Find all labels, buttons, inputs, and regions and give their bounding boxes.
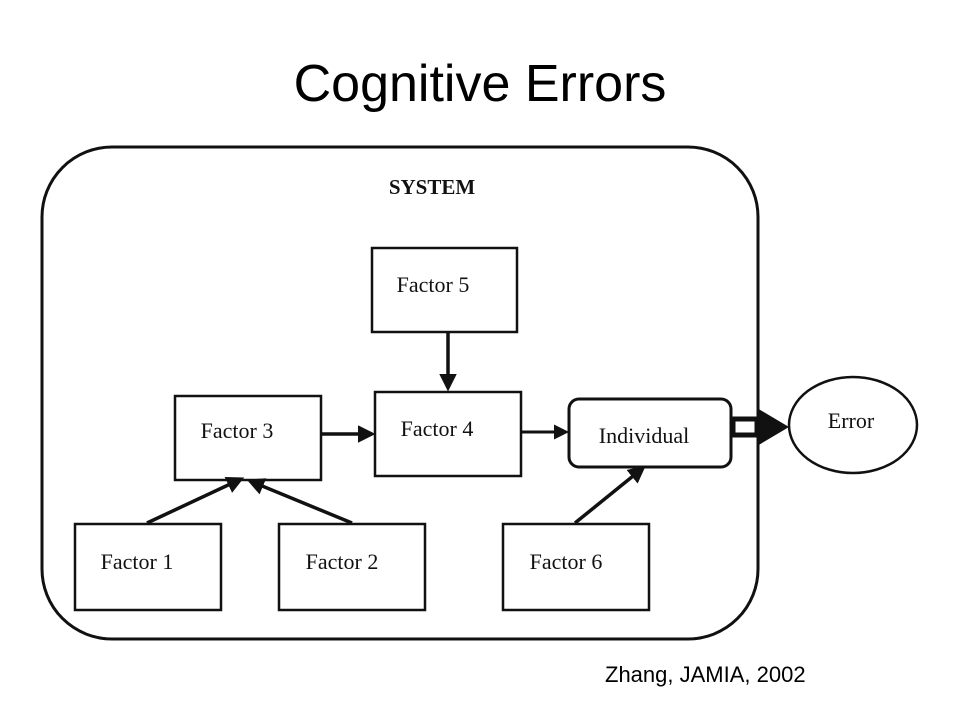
factor-2-label: Factor 2	[306, 549, 379, 574]
factor-5-label: Factor 5	[397, 272, 470, 297]
factor-1-box: Factor 1	[73, 522, 223, 612]
factor-6-box: Factor 6	[501, 522, 651, 612]
citation: Zhang, JAMIA, 2002	[605, 662, 806, 687]
factor-4-box: Factor 4	[373, 390, 523, 478]
factor-2-box: Factor 2	[277, 522, 427, 612]
arrow-factor1-to-factor3	[146, 477, 245, 525]
error-label: Error	[828, 408, 875, 433]
arrow-individual-to-error	[730, 408, 789, 446]
factor-6-label: Factor 6	[530, 549, 603, 574]
arrow-factor2-to-factor3	[246, 478, 353, 525]
individual-box: Individual	[567, 397, 733, 469]
factor-1-label: Factor 1	[101, 549, 174, 574]
factor-3-label: Factor 3	[201, 418, 274, 443]
arrow-factor6-to-individual	[573, 465, 646, 525]
system-boundary	[40, 145, 760, 641]
error-node: Error	[787, 375, 919, 475]
system-label: SYSTEM	[389, 175, 476, 199]
factor-5-box: Factor 5	[370, 246, 519, 334]
individual-label: Individual	[599, 423, 689, 448]
factor-3-box: Factor 3	[173, 394, 323, 482]
slide-title: Cognitive Errors	[293, 55, 667, 113]
factor-4-label: Factor 4	[401, 416, 474, 441]
